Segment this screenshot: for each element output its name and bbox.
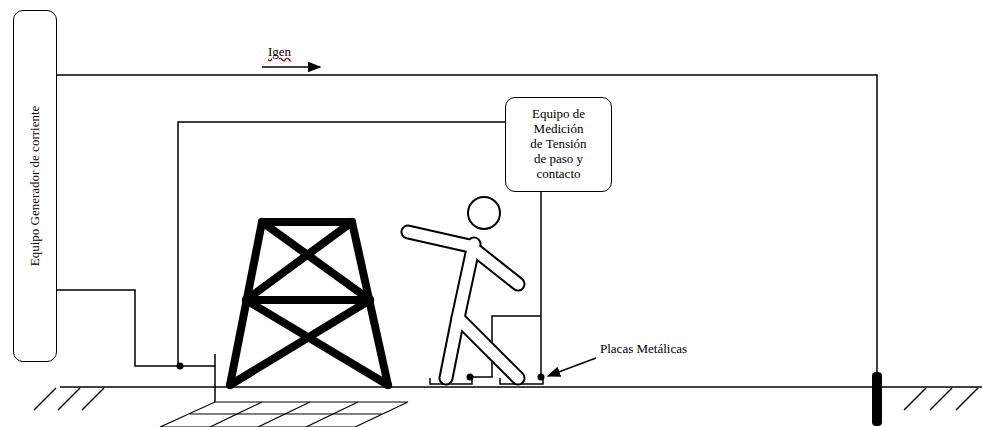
ground-rod <box>214 354 216 402</box>
leader-line <box>548 358 596 376</box>
aux-electrode <box>872 372 882 426</box>
current-label: Igen <box>266 44 293 60</box>
return-wire <box>57 290 215 366</box>
node-text: Equipo de Medición de Tensión de paso y … <box>529 107 589 182</box>
measurement-box: Equipo de Medición de Tensión de paso y … <box>505 97 612 192</box>
wires <box>57 67 877 402</box>
generator-box: Equipo Generador de corriente <box>13 10 57 362</box>
current-arrow <box>262 66 320 68</box>
person-figure <box>408 197 518 378</box>
ground-grid <box>160 402 408 427</box>
plates-label: Placas Metálicas <box>598 341 689 357</box>
node-text: Equipo Generador de corriente <box>28 106 43 267</box>
tower <box>230 222 388 385</box>
measure-wire <box>540 192 542 377</box>
ground <box>34 387 982 410</box>
